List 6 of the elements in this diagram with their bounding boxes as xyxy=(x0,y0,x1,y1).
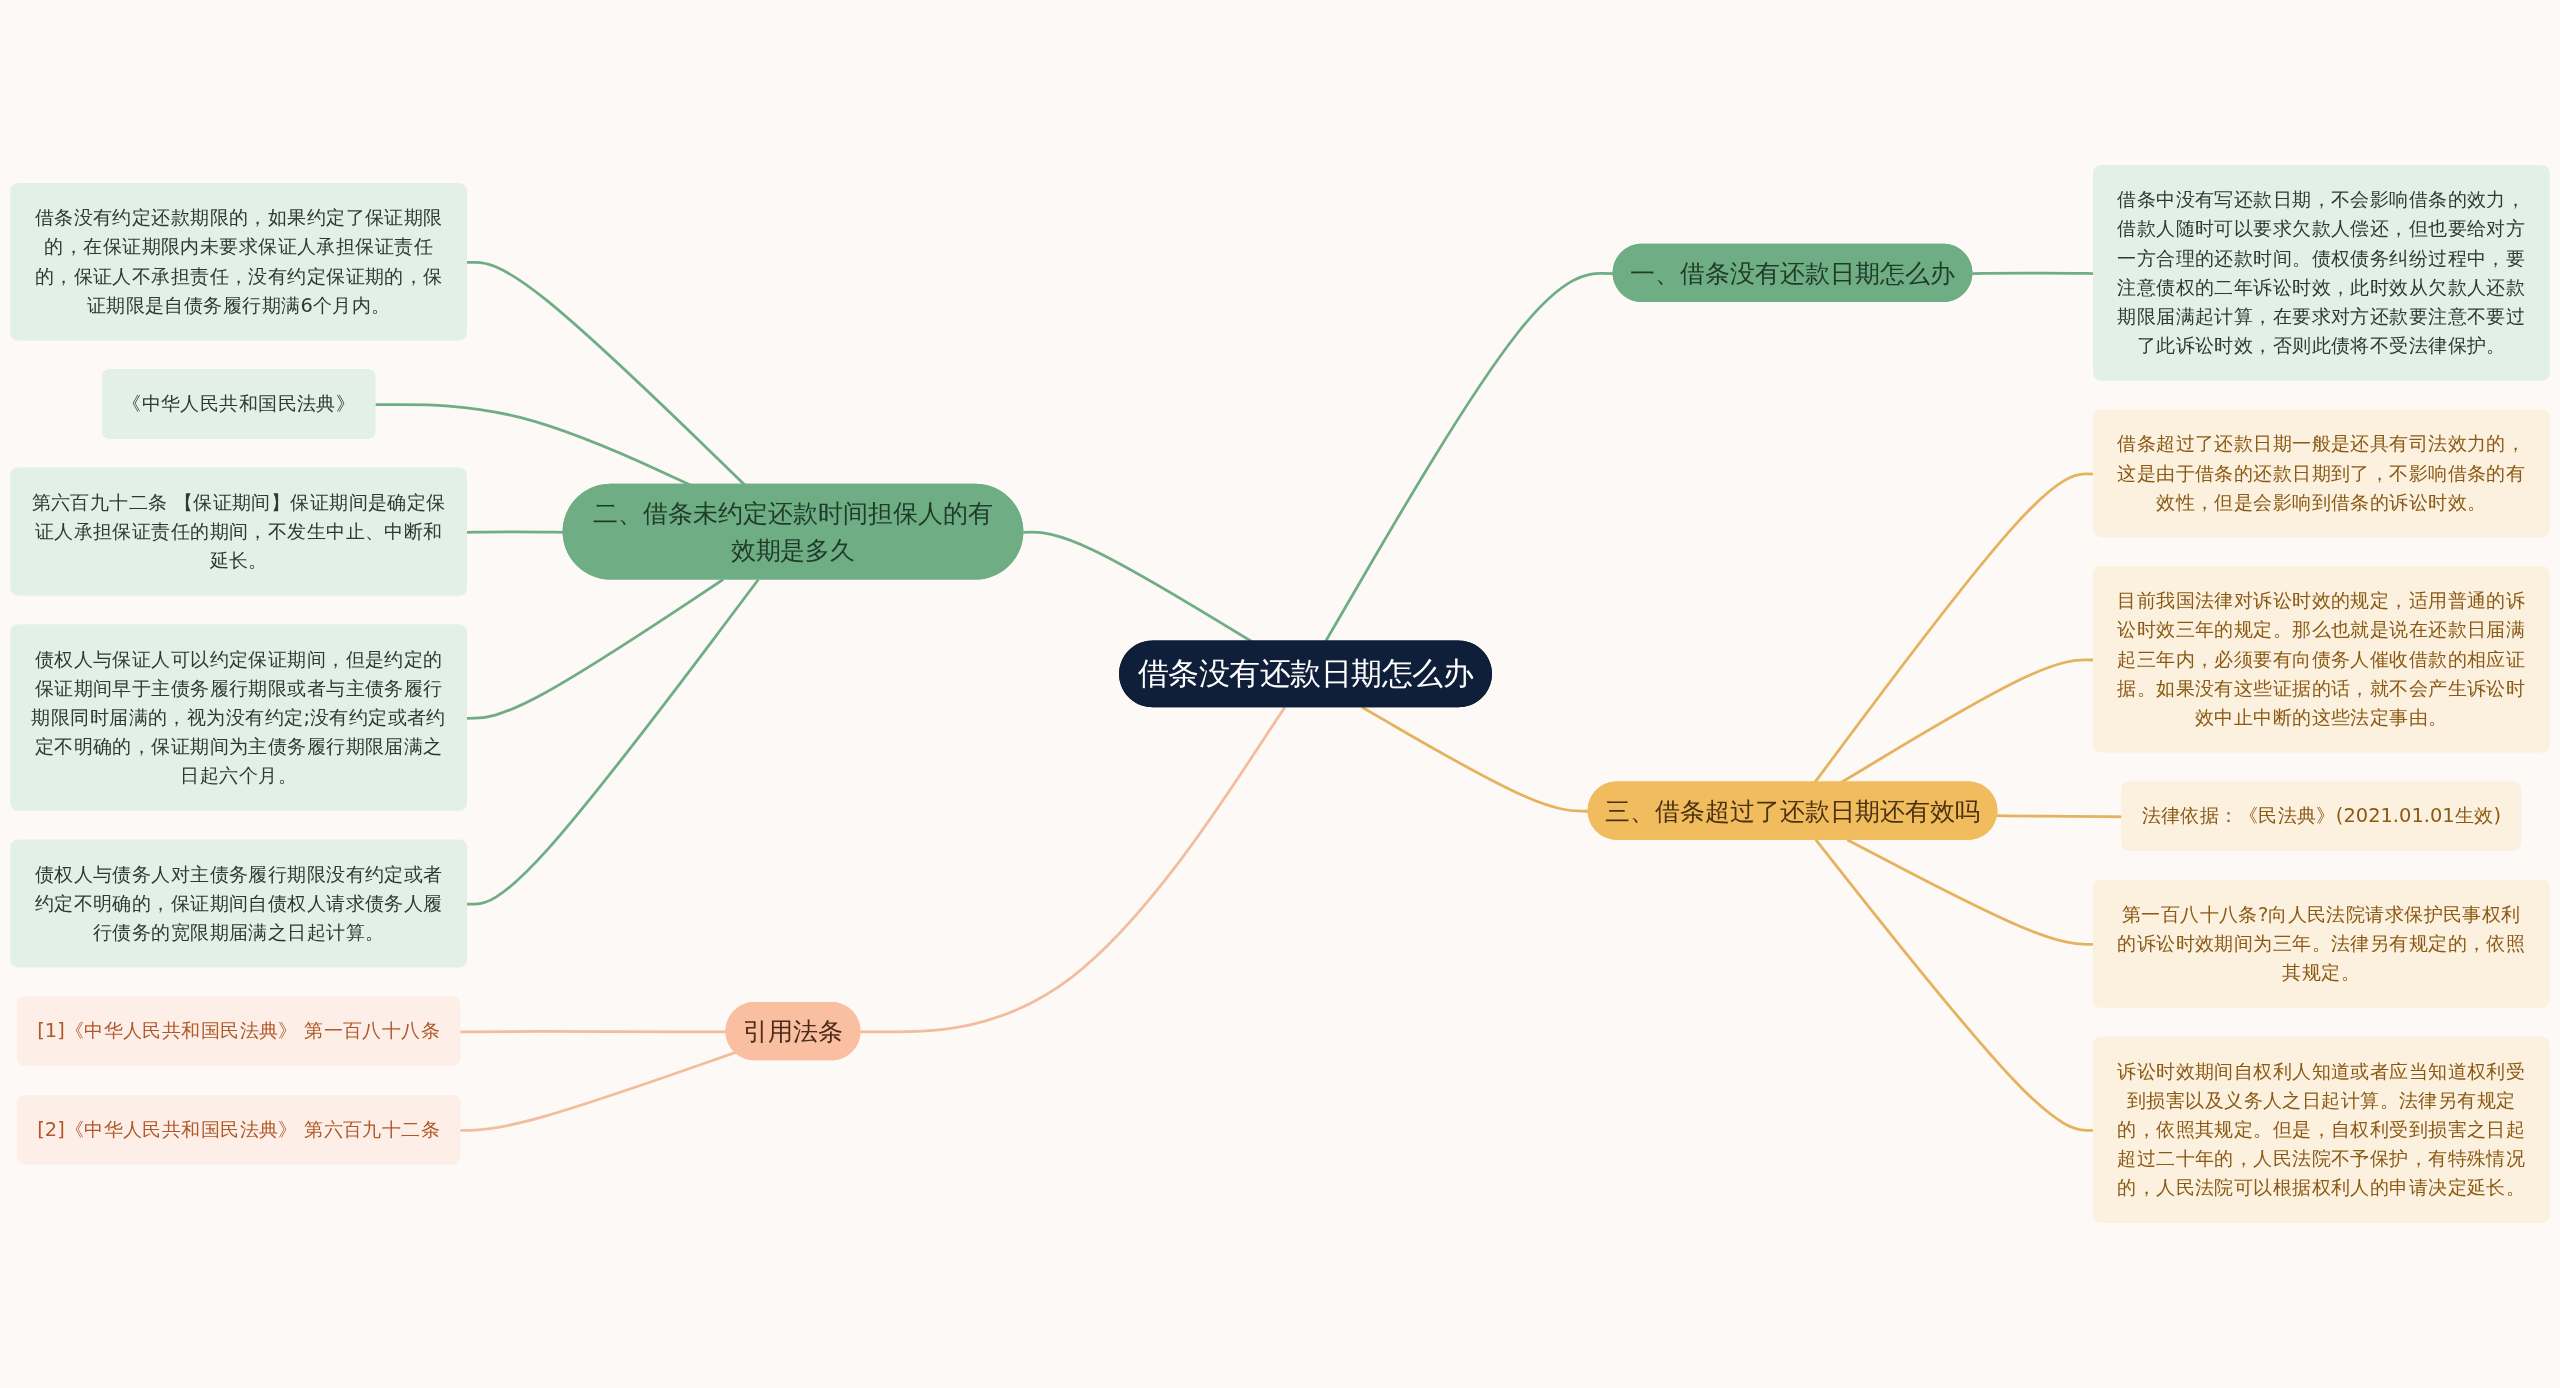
connector xyxy=(860,706,1286,1034)
connector xyxy=(460,1051,737,1132)
connector xyxy=(466,578,724,720)
connector xyxy=(466,578,760,906)
connector xyxy=(1997,814,2123,819)
connector xyxy=(460,1030,727,1034)
